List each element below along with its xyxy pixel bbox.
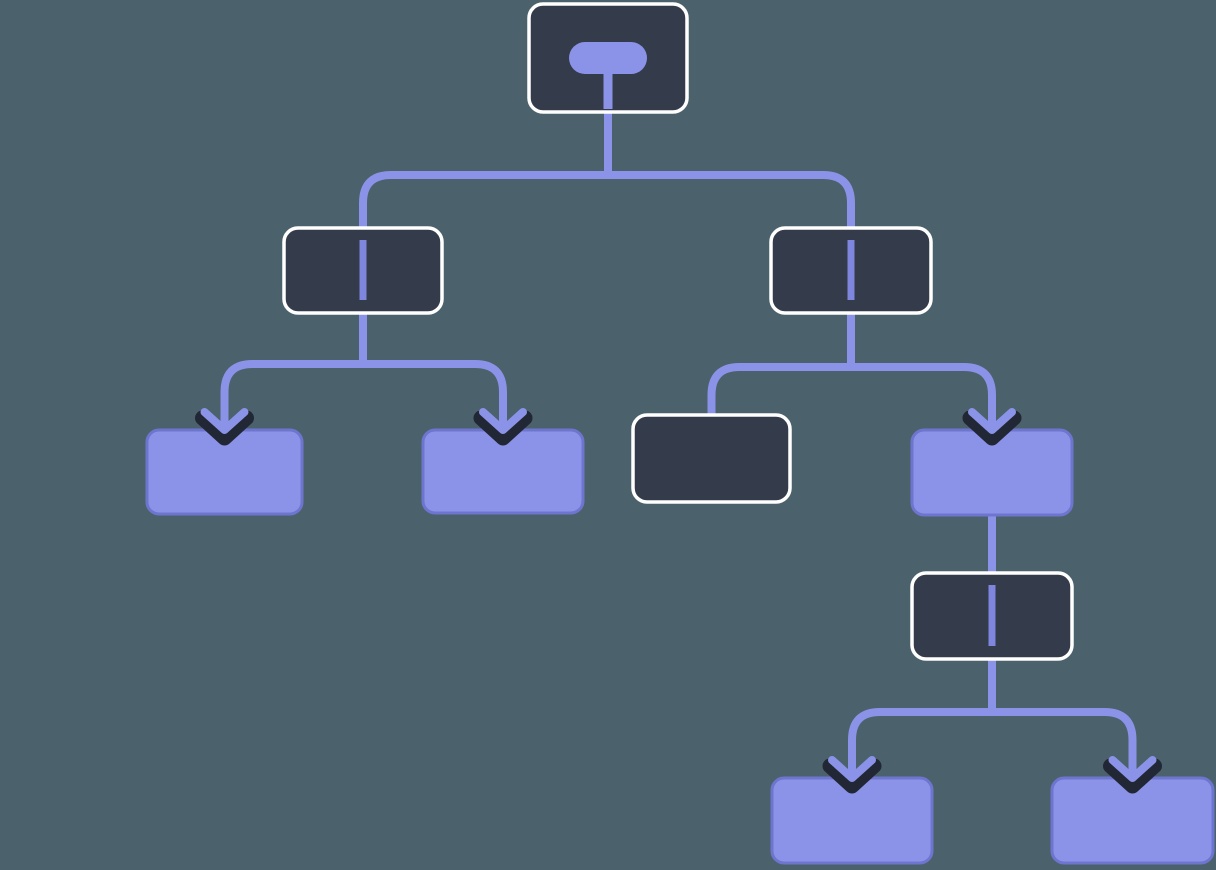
arrow-down-icon — [1103, 756, 1162, 794]
edge-branch-right-dark-leaf — [707, 313, 855, 415]
arrow-chevron-dark — [822, 758, 882, 794]
arrow-chevron-dark — [1103, 758, 1162, 794]
arrow-down-icon — [195, 408, 254, 446]
node-body[interactable] — [631, 413, 792, 504]
edge-branch-bottom-leaf-4 — [848, 659, 996, 776]
edge-branch-bottom-leaf-5 — [988, 659, 1137, 776]
edge-branch-left-leaf-1 — [220, 313, 367, 428]
arrow-down-icon — [473, 408, 533, 446]
arrow-chevron-purple — [1108, 756, 1157, 782]
root-pill-icon — [569, 42, 647, 109]
branch-node-left[interactable] — [282, 226, 444, 315]
arrow-chevron-dark — [962, 410, 1022, 446]
connectors — [220, 112, 1137, 776]
edge-branch-left-leaf-2 — [359, 313, 507, 428]
edge-branch-right-leaf-3 — [847, 313, 996, 428]
edge-root-branch-right — [604, 112, 855, 228]
arrow-chevron-purple — [479, 408, 527, 434]
arrow-chevron-purple — [828, 756, 876, 782]
arrow-chevron-dark — [195, 410, 254, 446]
arrow-chevron-dark — [473, 410, 533, 446]
root-pill-stem — [603, 72, 613, 109]
edge-root-branch-left — [359, 112, 612, 228]
root-pill-shape — [569, 42, 647, 74]
branch-node-right[interactable] — [769, 226, 933, 315]
arrow-chevron-purple — [200, 408, 249, 434]
nodes — [145, 2, 1215, 865]
arrows — [195, 408, 1162, 794]
arrow-down-icon — [962, 408, 1022, 446]
arrow-down-icon — [822, 756, 882, 794]
arrow-chevron-purple — [968, 408, 1016, 434]
branch-node-bottom[interactable] — [910, 571, 1074, 661]
root-node[interactable] — [527, 2, 689, 114]
dark-leaf-node[interactable] — [631, 413, 792, 504]
